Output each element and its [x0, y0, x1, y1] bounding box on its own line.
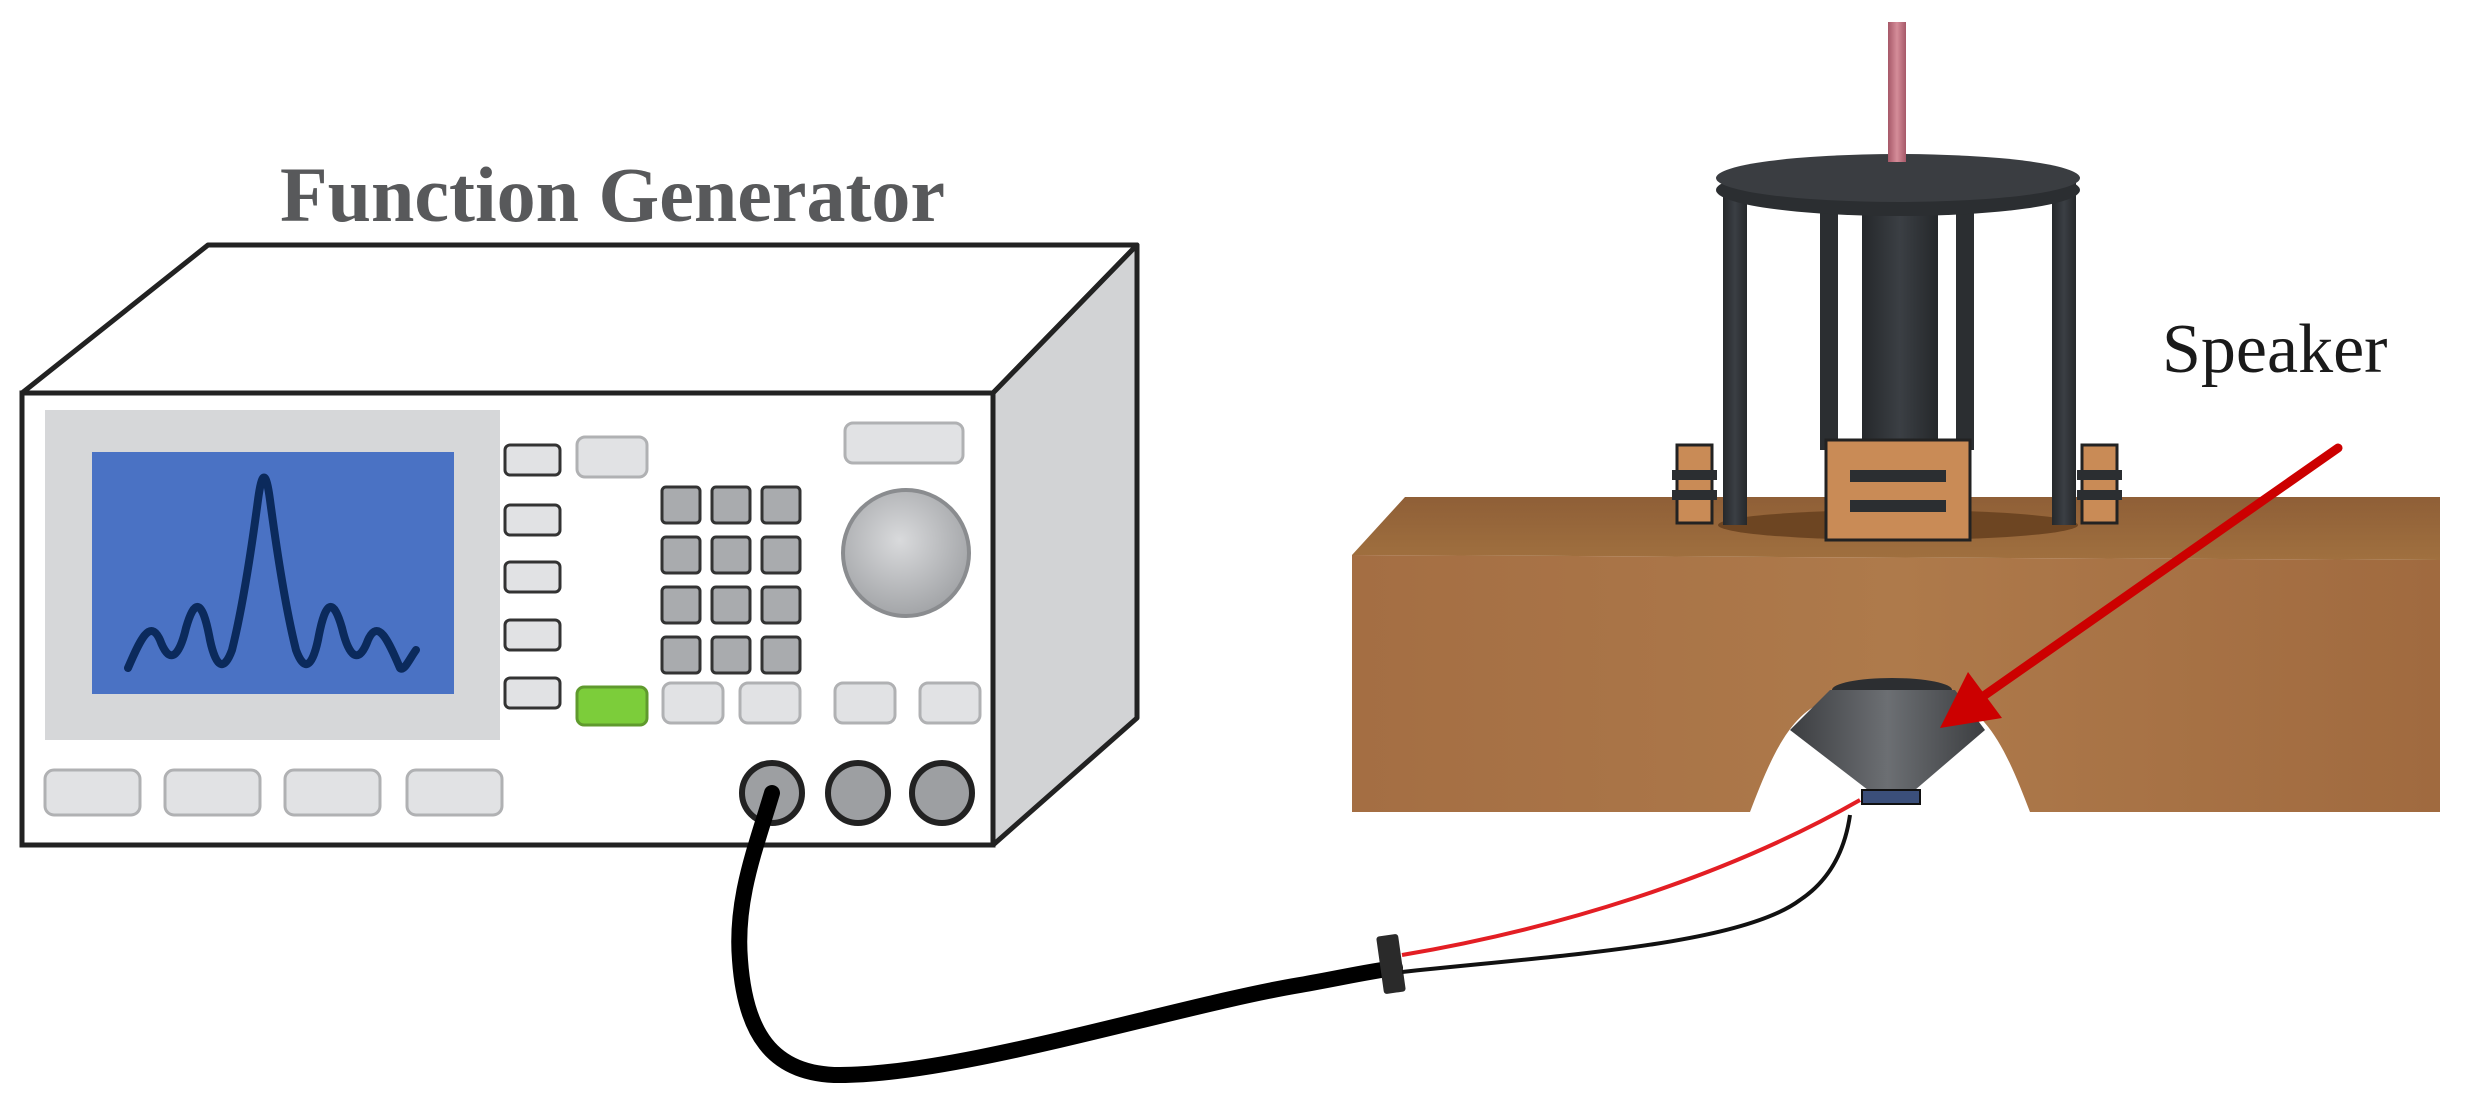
panel-button-b[interactable]	[738, 681, 802, 725]
softkey-2[interactable]	[503, 503, 562, 537]
speaker-stand	[1352, 22, 2440, 812]
top-plate-face	[1716, 154, 2080, 202]
black-wire	[1401, 814, 1852, 974]
bottom-button-1[interactable]	[43, 768, 142, 817]
keypad-key[interactable]	[660, 535, 702, 575]
panel-button-wide[interactable]	[843, 421, 965, 465]
side-clamp-right	[2080, 443, 2119, 525]
panel-button-a[interactable]	[661, 681, 725, 725]
coax-cable	[731, 785, 1403, 1084]
softkey-1[interactable]	[503, 443, 562, 477]
speaker-arrow	[1940, 443, 2343, 728]
fg-top-face	[19, 242, 1140, 396]
side-clamp-left-band	[1672, 470, 1717, 480]
side-clamp-left	[1675, 443, 1714, 525]
arrow-shaft	[1980, 443, 2343, 700]
green-button[interactable]	[575, 685, 649, 727]
bottom-button-2[interactable]	[163, 768, 262, 817]
arrow-head	[1940, 672, 2002, 728]
function-generator-label: Function Generator	[280, 151, 946, 238]
keypad-key[interactable]	[760, 485, 802, 525]
keypad-key[interactable]	[710, 585, 752, 625]
sinc-waveform	[124, 473, 420, 673]
keypad-key[interactable]	[660, 585, 702, 625]
center-clamp	[1824, 438, 1972, 542]
panel-button-c[interactable]	[833, 681, 897, 725]
keypad	[660, 485, 802, 675]
function-generator	[19, 242, 1140, 848]
keypad-key[interactable]	[660, 485, 702, 525]
center-clamp-band-1	[1850, 470, 1946, 482]
signal-cable	[731, 785, 1861, 1084]
bottom-button-4[interactable]	[405, 768, 504, 817]
keypad-key[interactable]	[710, 485, 752, 525]
keypad-key[interactable]	[760, 635, 802, 675]
keypad-key[interactable]	[710, 535, 752, 575]
keypad-key[interactable]	[710, 635, 752, 675]
red-wire	[1401, 798, 1861, 957]
rotary-knob[interactable]	[841, 488, 971, 618]
frame-post-mid-right	[1956, 190, 1974, 450]
measuring-rod	[1888, 22, 1906, 162]
keypad-key[interactable]	[760, 535, 802, 575]
frame-post-right	[2052, 180, 2076, 525]
center-clamp-band-2	[1850, 500, 1946, 512]
softkey-3[interactable]	[503, 560, 562, 594]
softkey-4[interactable]	[503, 618, 562, 652]
panel-button-top[interactable]	[575, 435, 649, 479]
side-clamp-right-band2	[2077, 490, 2122, 500]
side-clamp-right-band	[2077, 470, 2122, 480]
speaker-cone	[1790, 690, 1985, 790]
output-connector-3[interactable]	[909, 760, 975, 826]
keypad-key[interactable]	[760, 585, 802, 625]
cable-junction	[1376, 934, 1406, 994]
output-connector-2[interactable]	[825, 760, 891, 826]
speaker-label: Speaker	[2162, 311, 2388, 388]
center-column	[1862, 170, 1938, 460]
keypad-key[interactable]	[660, 635, 702, 675]
softkey-5[interactable]	[503, 676, 562, 710]
speaker-terminal	[1861, 789, 1921, 805]
panel-button-d[interactable]	[918, 681, 982, 725]
frame-post-mid-left	[1820, 190, 1838, 450]
side-clamp-left-band2	[1672, 490, 1717, 500]
frame-post-left	[1723, 180, 1747, 525]
bottom-button-3[interactable]	[283, 768, 382, 817]
